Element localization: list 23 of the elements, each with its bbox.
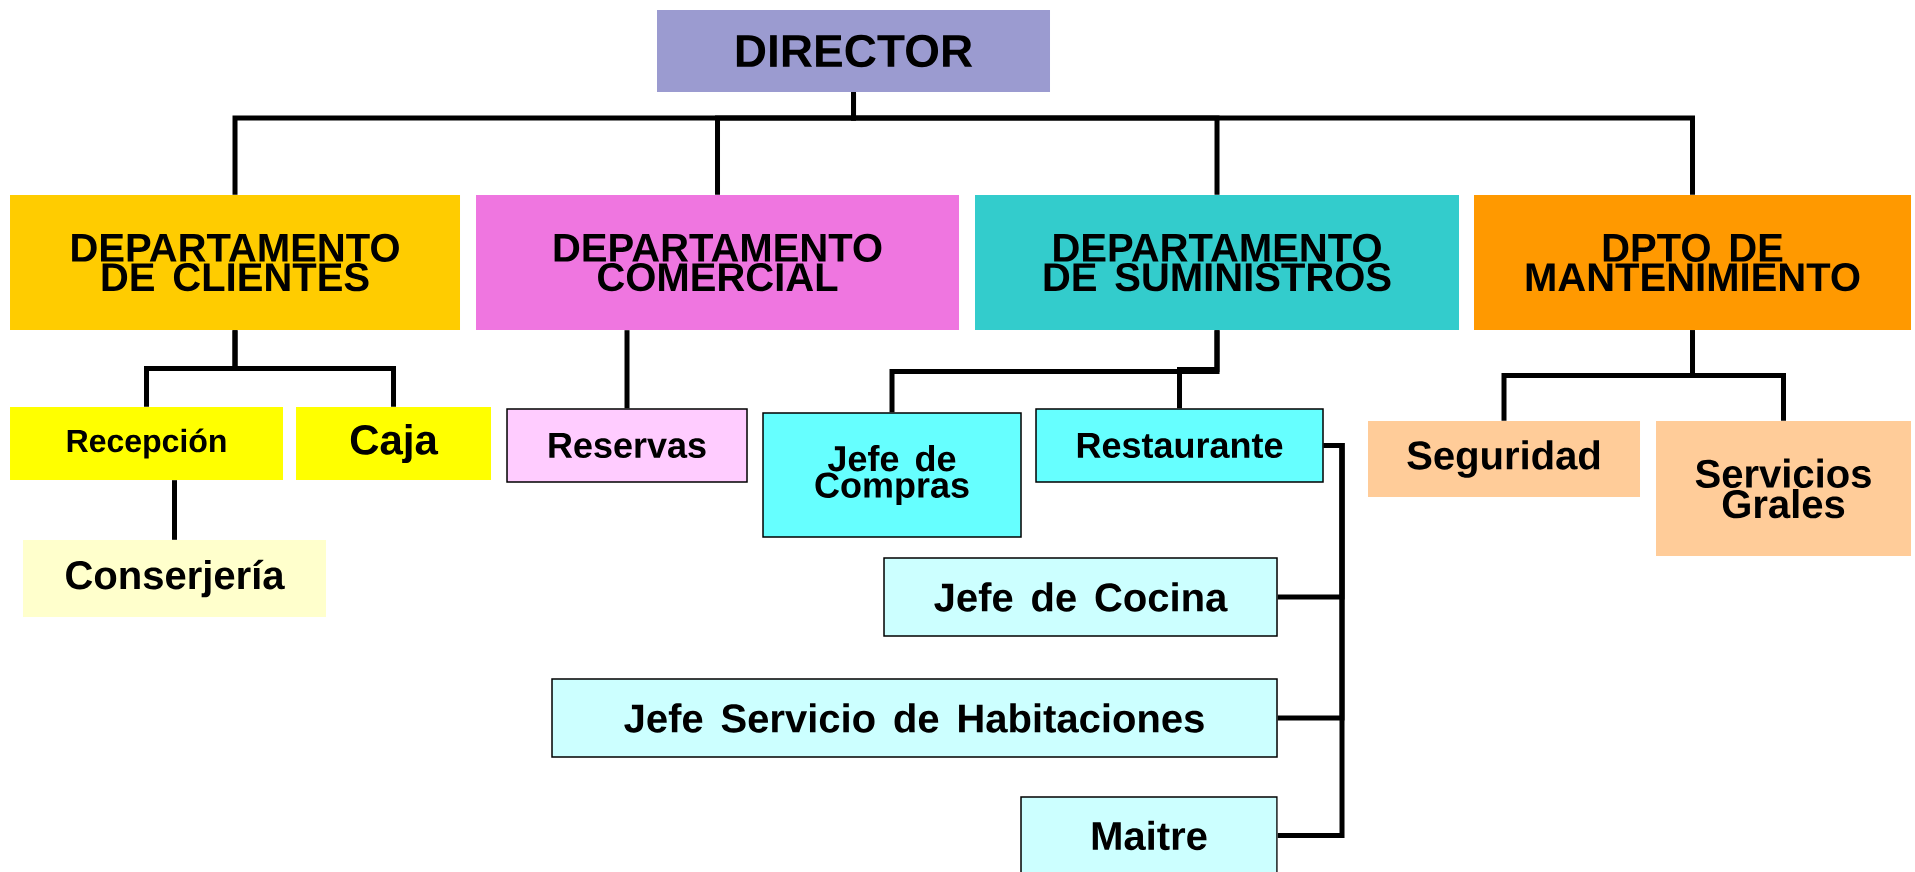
- connector-line: [1690, 330, 1786, 421]
- department-box: DPTO DE MANTENIMIENTO: [1474, 195, 1911, 330]
- connector-line: [851, 92, 1695, 195]
- section-box: Servicios Grales: [1656, 421, 1911, 556]
- section-box: Jefe de Cocina: [883, 557, 1278, 637]
- connector-line: [624, 330, 630, 409]
- section-box: Jefe de Compras: [762, 412, 1022, 538]
- connector-line: [1177, 330, 1220, 409]
- director-box: DIRECTOR: [657, 10, 1050, 92]
- section-box: Jefe Servicio de Habitaciones: [551, 678, 1278, 758]
- connector-line: [172, 480, 177, 540]
- section-box: Maitre: [1020, 796, 1278, 872]
- section-box: Recepción: [10, 407, 283, 480]
- department-box: DEPARTAMENTO DE SUMINISTROS: [975, 195, 1459, 330]
- section-box: Seguridad: [1368, 421, 1640, 497]
- section-box: Reservas: [506, 408, 748, 483]
- department-box: DEPARTAMENTO COMERCIAL: [476, 195, 959, 330]
- connector-line: [232, 330, 396, 407]
- section-box: Conserjería: [23, 540, 326, 617]
- connector-line: [1277, 443, 1345, 838]
- section-box: Caja: [296, 407, 491, 480]
- department-box: DEPARTAMENTO DE CLIENTES: [10, 195, 460, 330]
- section-box: Restaurante: [1035, 408, 1324, 483]
